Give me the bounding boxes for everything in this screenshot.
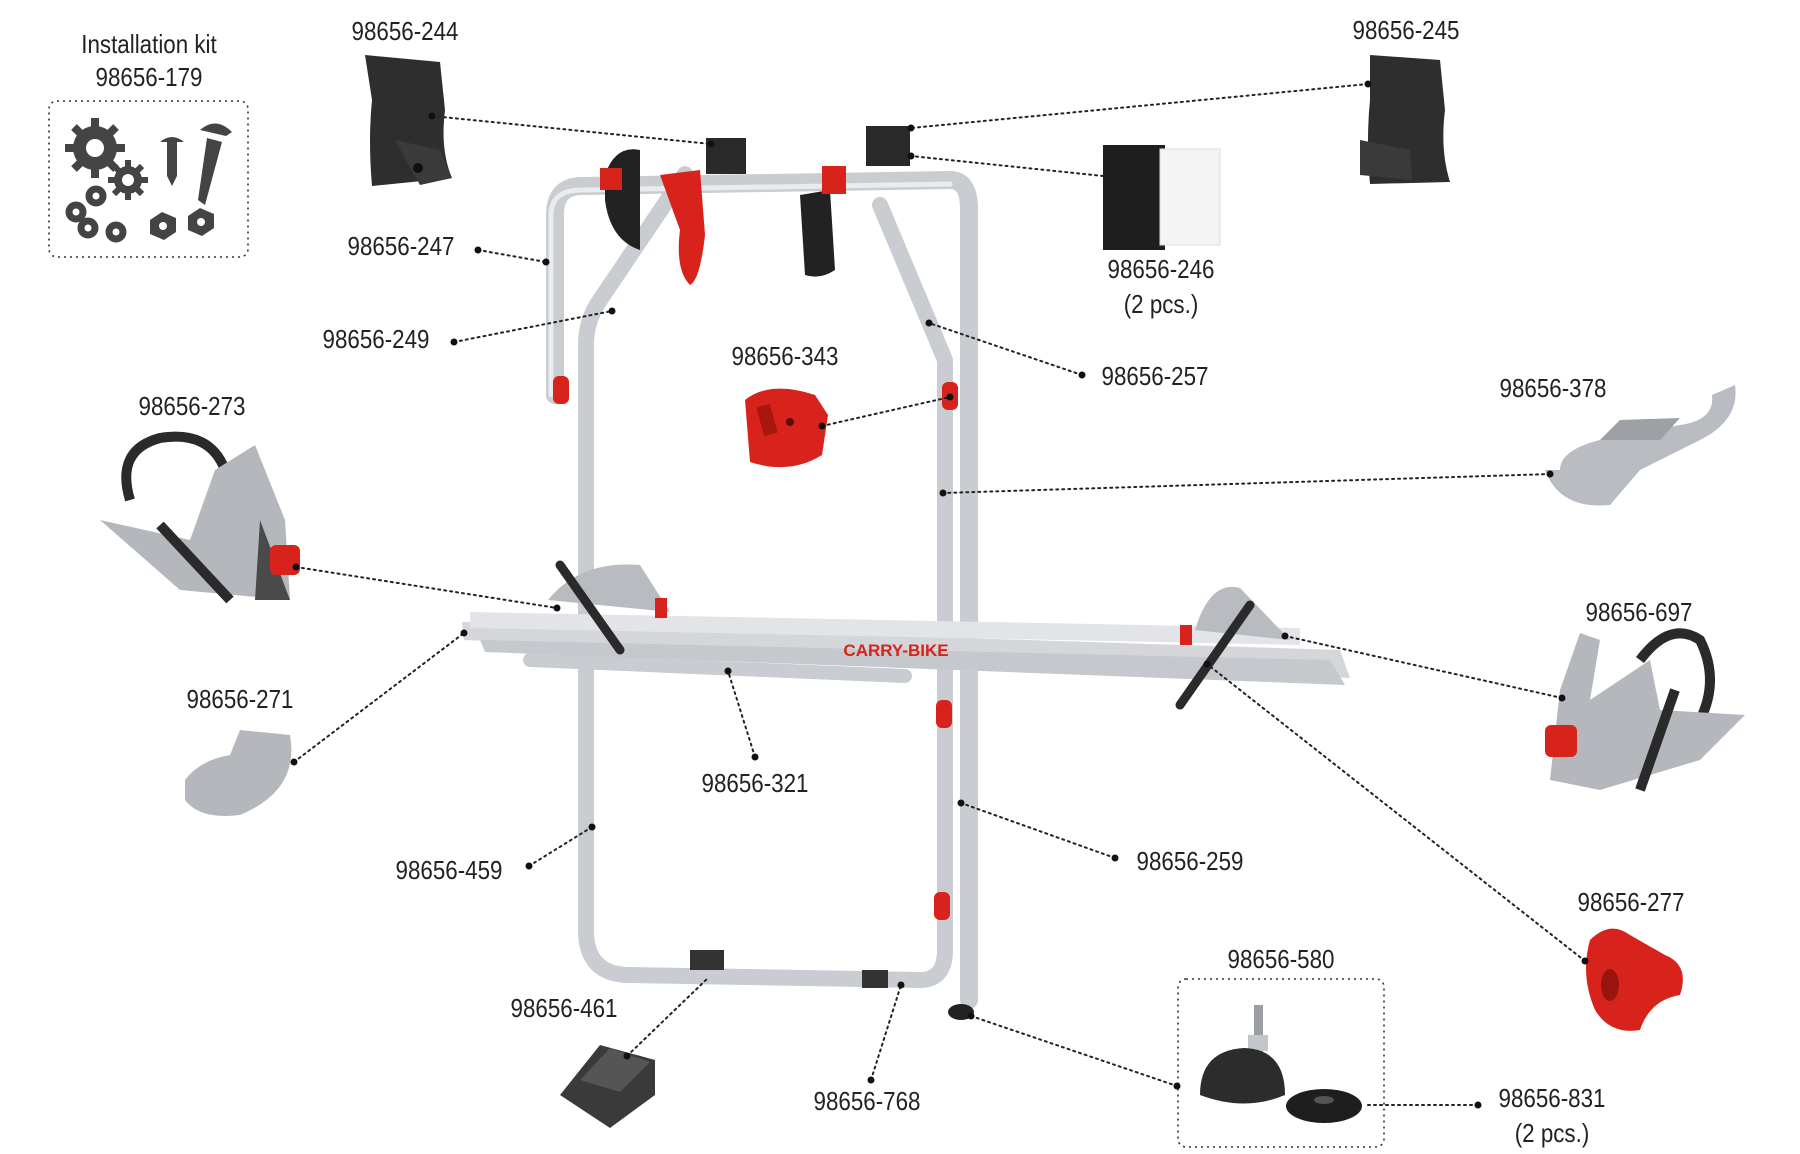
nuts-icon	[150, 208, 214, 240]
label-259: 98656-259	[1136, 846, 1244, 876]
label-461: 98656-461	[510, 993, 618, 1023]
knob-277	[1586, 928, 1683, 1031]
label-245: 98656-245	[1352, 15, 1460, 45]
label-321: 98656-321	[701, 768, 809, 798]
bracket-244	[365, 55, 452, 186]
gears-icon	[65, 118, 148, 200]
leader-lines	[290, 80, 1589, 1109]
label-271: 98656-271	[186, 684, 294, 714]
clamp-378	[1545, 385, 1736, 506]
label-246: 98656-246	[1107, 254, 1215, 284]
label-277: 98656-277	[1577, 887, 1685, 917]
label-378: 98656-378	[1499, 373, 1607, 403]
label-459: 98656-459	[395, 855, 503, 885]
rack-frame	[462, 126, 1350, 1020]
adjustable-foot-580	[1200, 1005, 1285, 1104]
label-831: 98656-831	[1498, 1083, 1606, 1113]
wheel-holder-273	[100, 431, 300, 604]
cradle-271	[185, 730, 292, 816]
wheel-holder-697	[1545, 628, 1745, 792]
carry-bike-logo: CARRY-BIKE	[843, 641, 948, 660]
label-246-qty: (2 pcs.)	[1123, 289, 1199, 319]
label-831-qty: (2 pcs.)	[1514, 1118, 1590, 1148]
chain-icon	[65, 185, 127, 243]
clip-461	[560, 1045, 655, 1128]
label-247: 98656-247	[347, 231, 455, 261]
label-697: 98656-697	[1585, 597, 1693, 627]
spacer-343	[745, 388, 828, 468]
washer-831	[1286, 1089, 1362, 1123]
screws-icon	[160, 123, 232, 205]
foot-kit-box	[1177, 978, 1385, 1148]
label-343: 98656-343	[731, 341, 839, 371]
kit-title: Installation kit	[81, 29, 217, 59]
label-249: 98656-249	[322, 324, 430, 354]
label-273: 98656-273	[138, 391, 246, 421]
label-244: 98656-244	[351, 16, 459, 46]
kit-box	[48, 100, 249, 258]
label-768: 98656-768	[813, 1086, 921, 1116]
label-257: 98656-257	[1101, 361, 1209, 391]
kit-code: 98656-179	[95, 62, 203, 92]
label-580: 98656-580	[1227, 944, 1335, 974]
bracket-245	[1360, 55, 1450, 184]
pads-246	[1103, 145, 1221, 250]
